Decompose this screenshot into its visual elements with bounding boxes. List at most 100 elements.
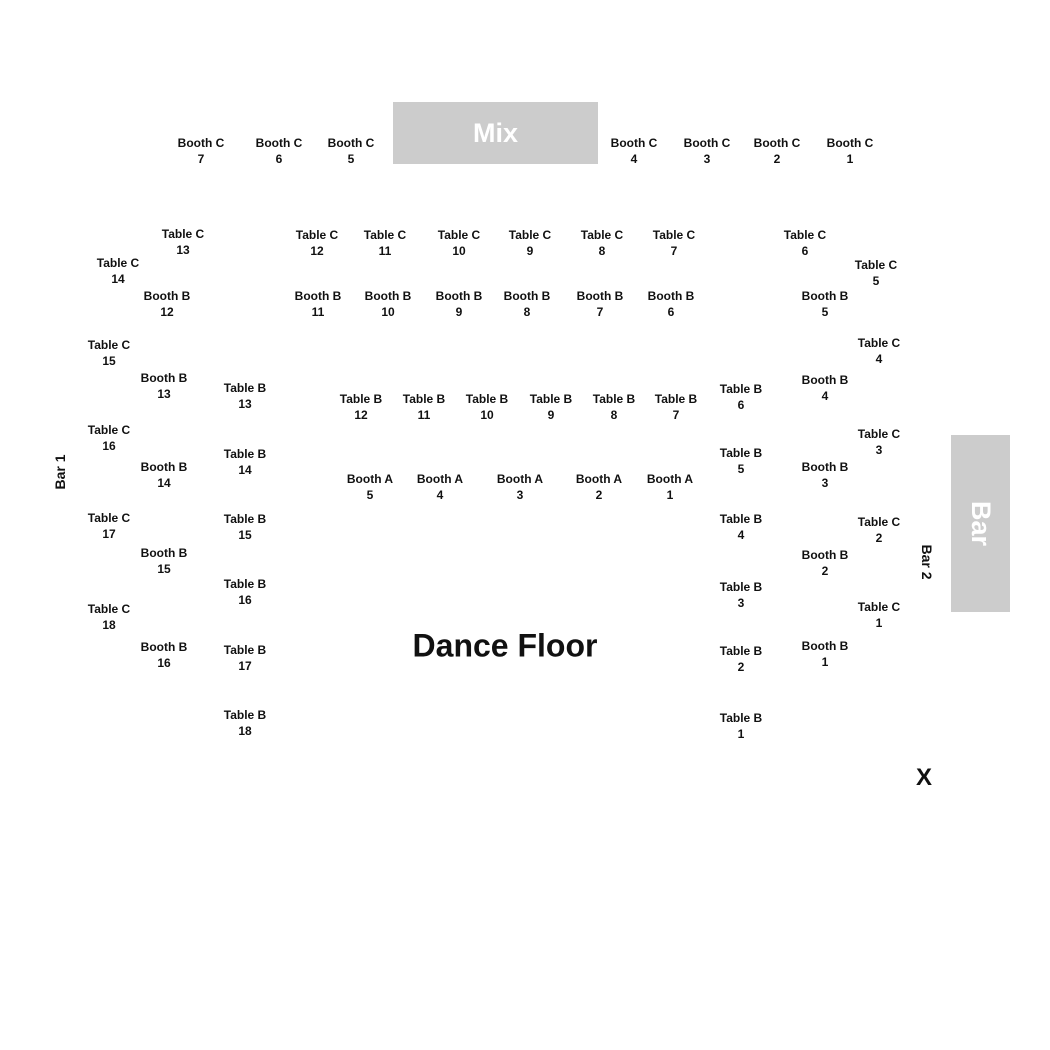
spot-number-label: 2 bbox=[595, 488, 603, 502]
spot-number-label: 5 bbox=[872, 274, 880, 288]
booth-a-2[interactable]: Booth A 2 bbox=[576, 471, 622, 503]
spot-number-label: 6 bbox=[275, 152, 283, 166]
spot-type-label: Booth C bbox=[753, 136, 801, 150]
spot-type-label: Table C bbox=[580, 228, 624, 242]
booth-b-11[interactable]: Booth B 11 bbox=[295, 288, 342, 320]
table-c-8[interactable]: Table C 8 bbox=[581, 227, 623, 259]
spot-type-label: Table C bbox=[161, 227, 205, 241]
spot-type-label: Booth B bbox=[647, 289, 695, 303]
booth-c-1[interactable]: Booth C 1 bbox=[827, 135, 874, 167]
spot-number-label: 8 bbox=[598, 244, 606, 258]
spot-type-label: Table B bbox=[529, 392, 573, 406]
booth-b-5[interactable]: Booth B 5 bbox=[802, 288, 849, 320]
spot-number-label: 4 bbox=[737, 528, 745, 542]
spot-number-label: 1 bbox=[821, 655, 829, 669]
spot-type-label: Table B bbox=[223, 512, 267, 526]
spot-type-label: Table B bbox=[719, 512, 763, 526]
spot-type-label: Booth B bbox=[143, 289, 191, 303]
spot-number-label: 5 bbox=[821, 305, 829, 319]
spot-number-label: 5 bbox=[366, 488, 374, 502]
spot-number-label: 1 bbox=[846, 152, 854, 166]
spot-type-label: Table B bbox=[402, 392, 446, 406]
spot-number-label: 10 bbox=[480, 408, 494, 422]
spot-type-label: Booth A bbox=[496, 472, 544, 486]
spot-type-label: Booth B bbox=[294, 289, 342, 303]
booth-b-1[interactable]: Booth B 1 bbox=[802, 638, 849, 670]
spot-number-label: 17 bbox=[238, 659, 252, 673]
spot-type-label: Booth A bbox=[575, 472, 623, 486]
spot-type-label: Booth C bbox=[826, 136, 874, 150]
close-icon[interactable]: X bbox=[915, 764, 933, 791]
spot-type-label: Booth B bbox=[801, 639, 849, 653]
spot-number-label: 15 bbox=[102, 354, 116, 368]
table-b-4[interactable]: Table B 4 bbox=[720, 511, 762, 543]
spot-type-label: Booth B bbox=[801, 289, 849, 303]
spot-number-label: 11 bbox=[311, 305, 325, 319]
spot-number-label: 4 bbox=[630, 152, 638, 166]
spot-type-label: Table C bbox=[857, 515, 901, 529]
spot-number-label: 2 bbox=[821, 564, 829, 578]
spot-type-label: Table C bbox=[87, 423, 131, 437]
spot-type-label: Booth A bbox=[416, 472, 464, 486]
spot-type-label: Booth B bbox=[364, 289, 412, 303]
spot-type-label: Booth B bbox=[140, 460, 188, 474]
